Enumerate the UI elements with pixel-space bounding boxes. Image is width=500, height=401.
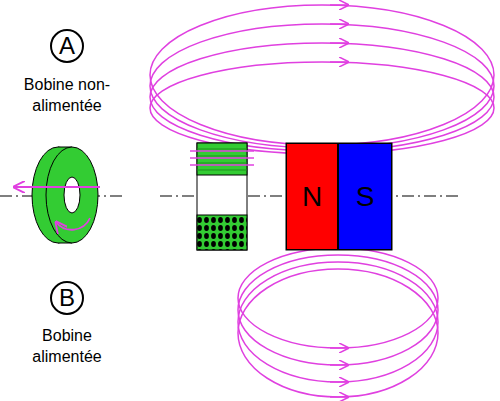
field-lines: [190, 151, 254, 165]
node-text: B: [59, 284, 75, 312]
coil-state-label: Bobine alimentée: [22, 325, 112, 367]
magnet-pole: S: [338, 143, 392, 250]
field-lines: [150, 5, 494, 397]
coil-state-label: Bobine non-alimentée: [7, 74, 127, 116]
node-text: A: [59, 32, 75, 60]
coil-section: [197, 143, 247, 250]
node-text: S: [356, 181, 375, 213]
callout-circle: B: [50, 281, 84, 315]
ring-coil: [14, 147, 100, 243]
magnet-pole: N: [286, 143, 338, 250]
node-text: N: [302, 181, 322, 213]
callout-circle: A: [50, 29, 84, 63]
magnet-outline: [286, 143, 392, 250]
